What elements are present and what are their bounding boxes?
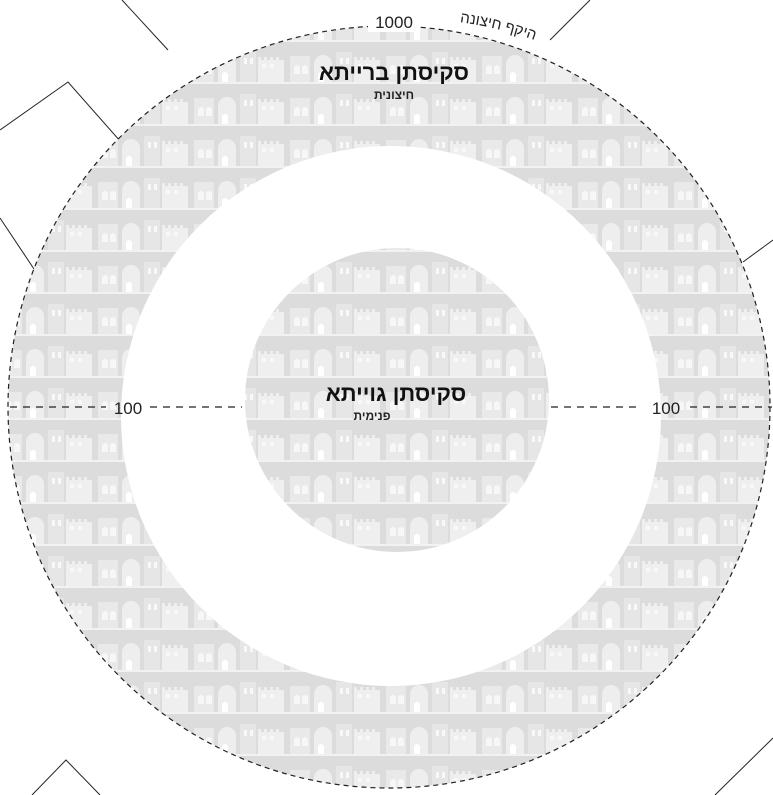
axis-right-value: 100	[652, 399, 680, 418]
outer-perimeter-value: 1000	[375, 13, 413, 32]
inner-zone-subtitle: פנימית	[353, 409, 390, 423]
outer-zone-subtitle: חיצונית	[374, 88, 414, 102]
inner-zone-title: סקיסתן גוייתא	[326, 381, 466, 406]
axis-left-value: 100	[114, 399, 142, 418]
outer-zone-title: סקיסתן ברייתא	[319, 60, 469, 85]
